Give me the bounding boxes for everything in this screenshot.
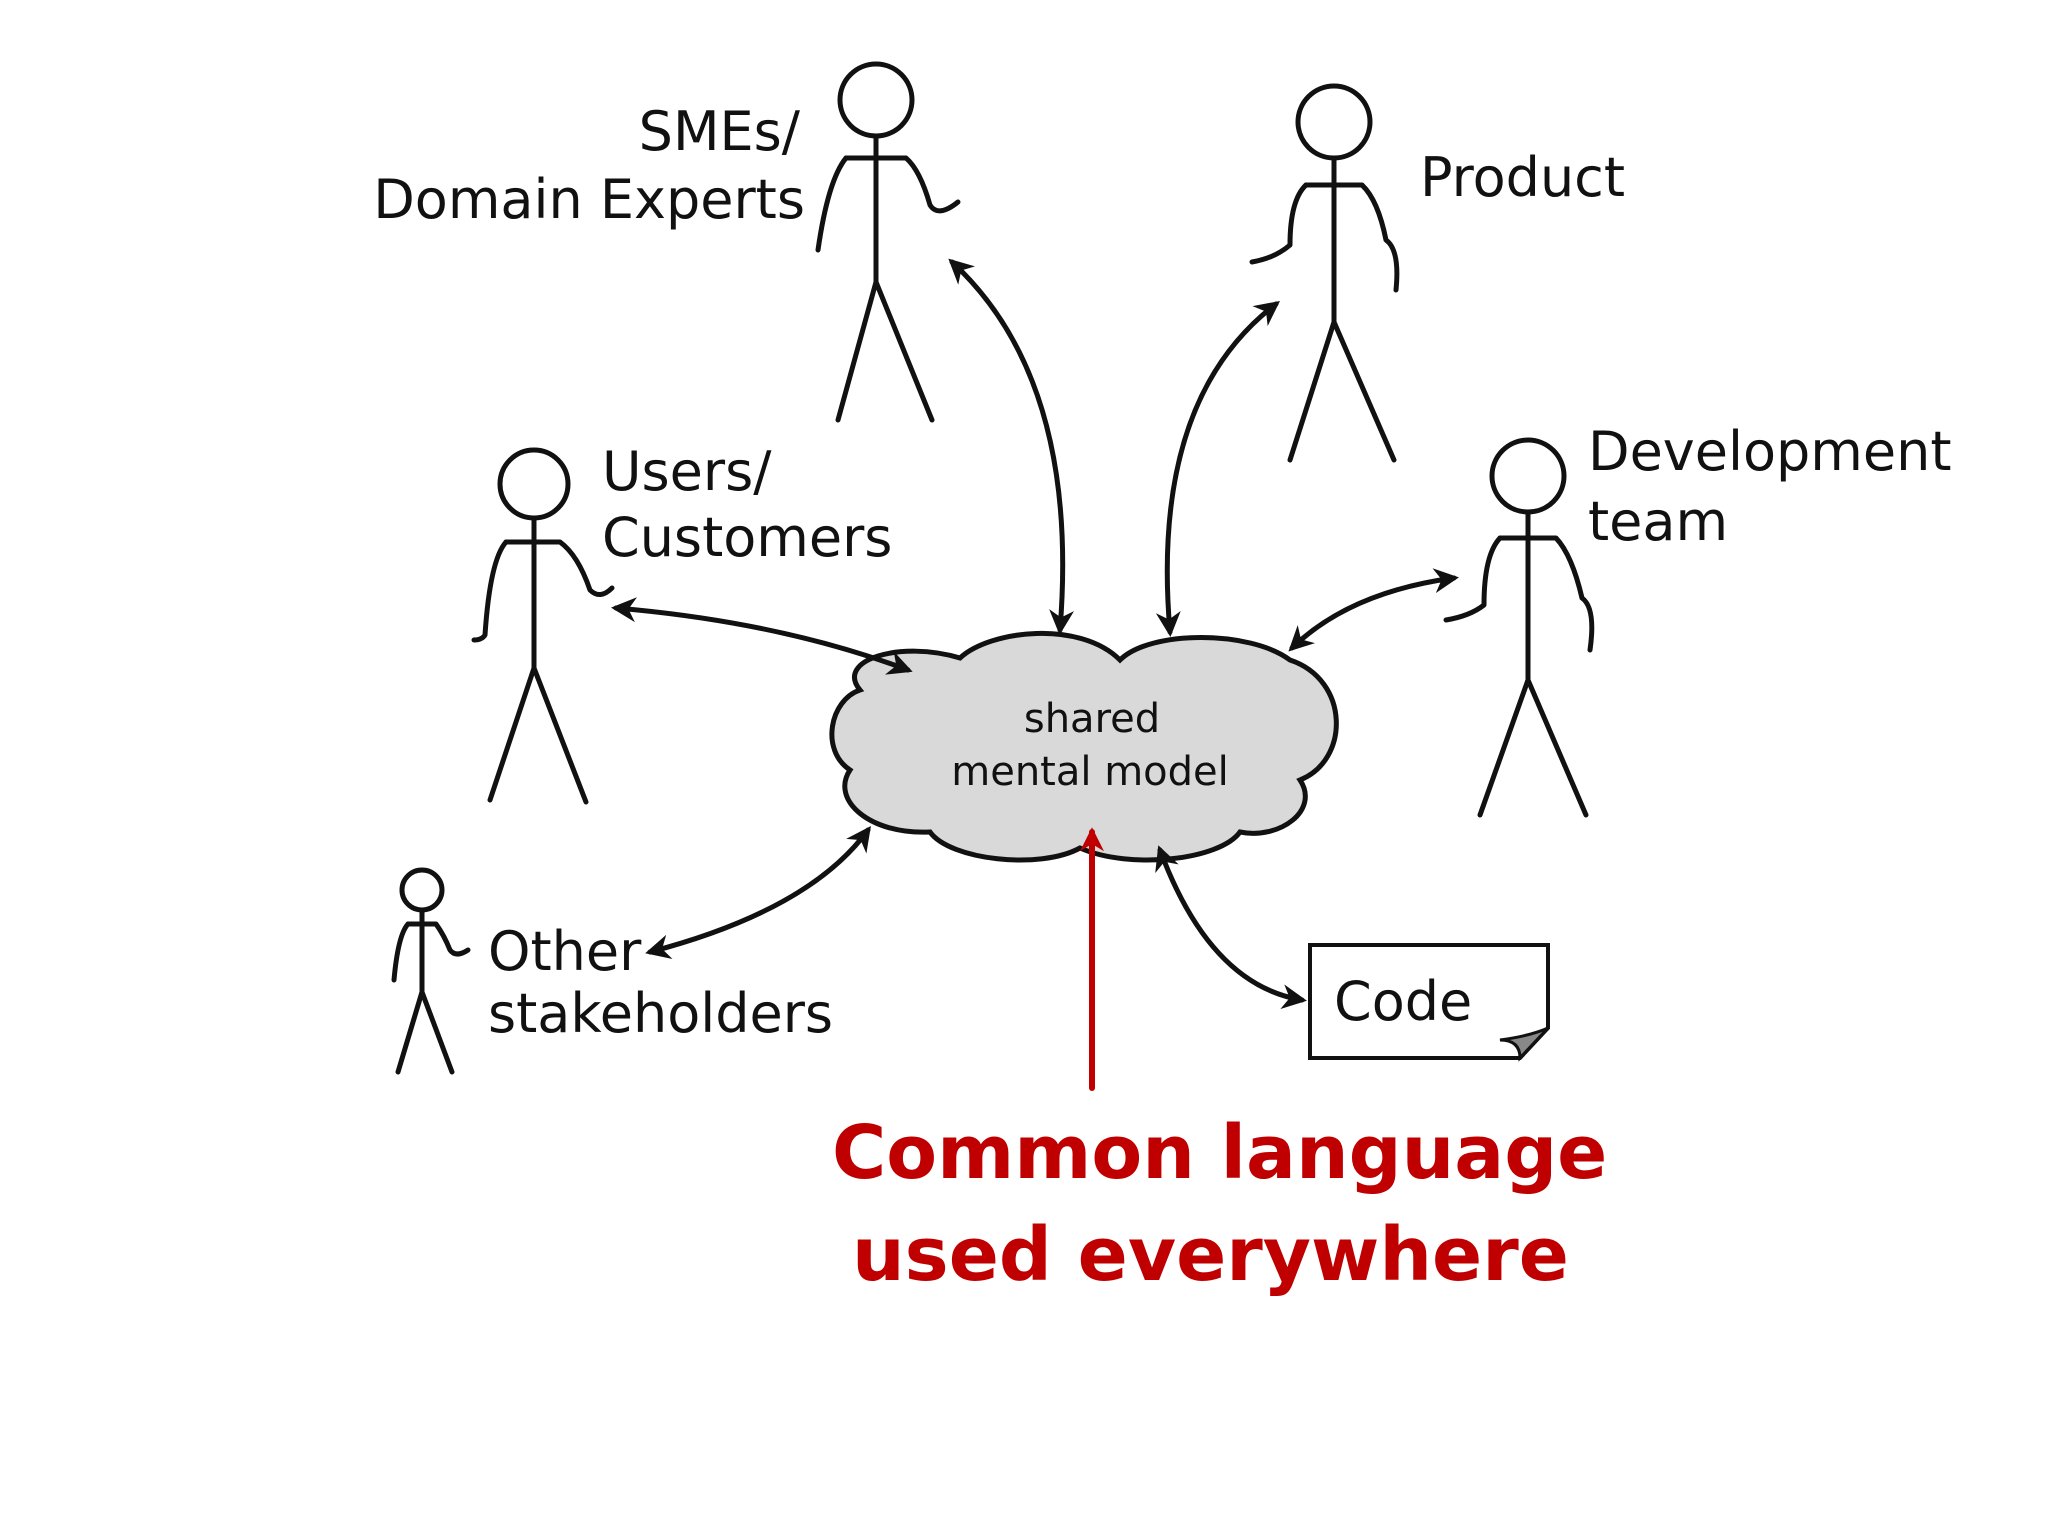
- arrow-other-cloud: [645, 825, 871, 960]
- smes-label-line2: Domain Experts: [373, 168, 805, 231]
- callout-line1: Common language: [832, 1110, 1607, 1196]
- product-label: Product: [1420, 146, 1625, 209]
- product-figure: [1249, 83, 1400, 463]
- cloud-label-line2: mental model: [951, 749, 1229, 795]
- code-page-curl: [1499, 1026, 1550, 1062]
- arrow-product-cloud: [1155, 300, 1280, 637]
- arrow-smes-cloud: [948, 258, 1075, 635]
- users-figure: [471, 447, 615, 805]
- other-stakeholders-label-line2: stakeholders: [488, 982, 833, 1045]
- other-stakeholders-figure: [391, 867, 471, 1075]
- arrow-users-cloud: [611, 597, 913, 675]
- users-label-line2: Customers: [602, 506, 892, 569]
- cloud-label-line1: shared: [1024, 696, 1160, 742]
- smes-label-line1: SMEs/: [639, 100, 801, 163]
- code-document: [1308, 943, 1550, 1062]
- smes-figure: [815, 61, 961, 423]
- development-label-line1: Development: [1588, 420, 1952, 483]
- development-label-line2: team: [1588, 490, 1728, 553]
- arrow-code-cloud: [1155, 845, 1307, 1010]
- development-figure: [1443, 437, 1595, 818]
- code-label: Code: [1334, 970, 1472, 1033]
- callout-line2: used everywhere: [852, 1212, 1569, 1298]
- other-stakeholders-label-line1: Other: [488, 920, 642, 983]
- users-label-line1: Users/: [602, 440, 772, 503]
- arrow-development-cloud: [1288, 568, 1459, 652]
